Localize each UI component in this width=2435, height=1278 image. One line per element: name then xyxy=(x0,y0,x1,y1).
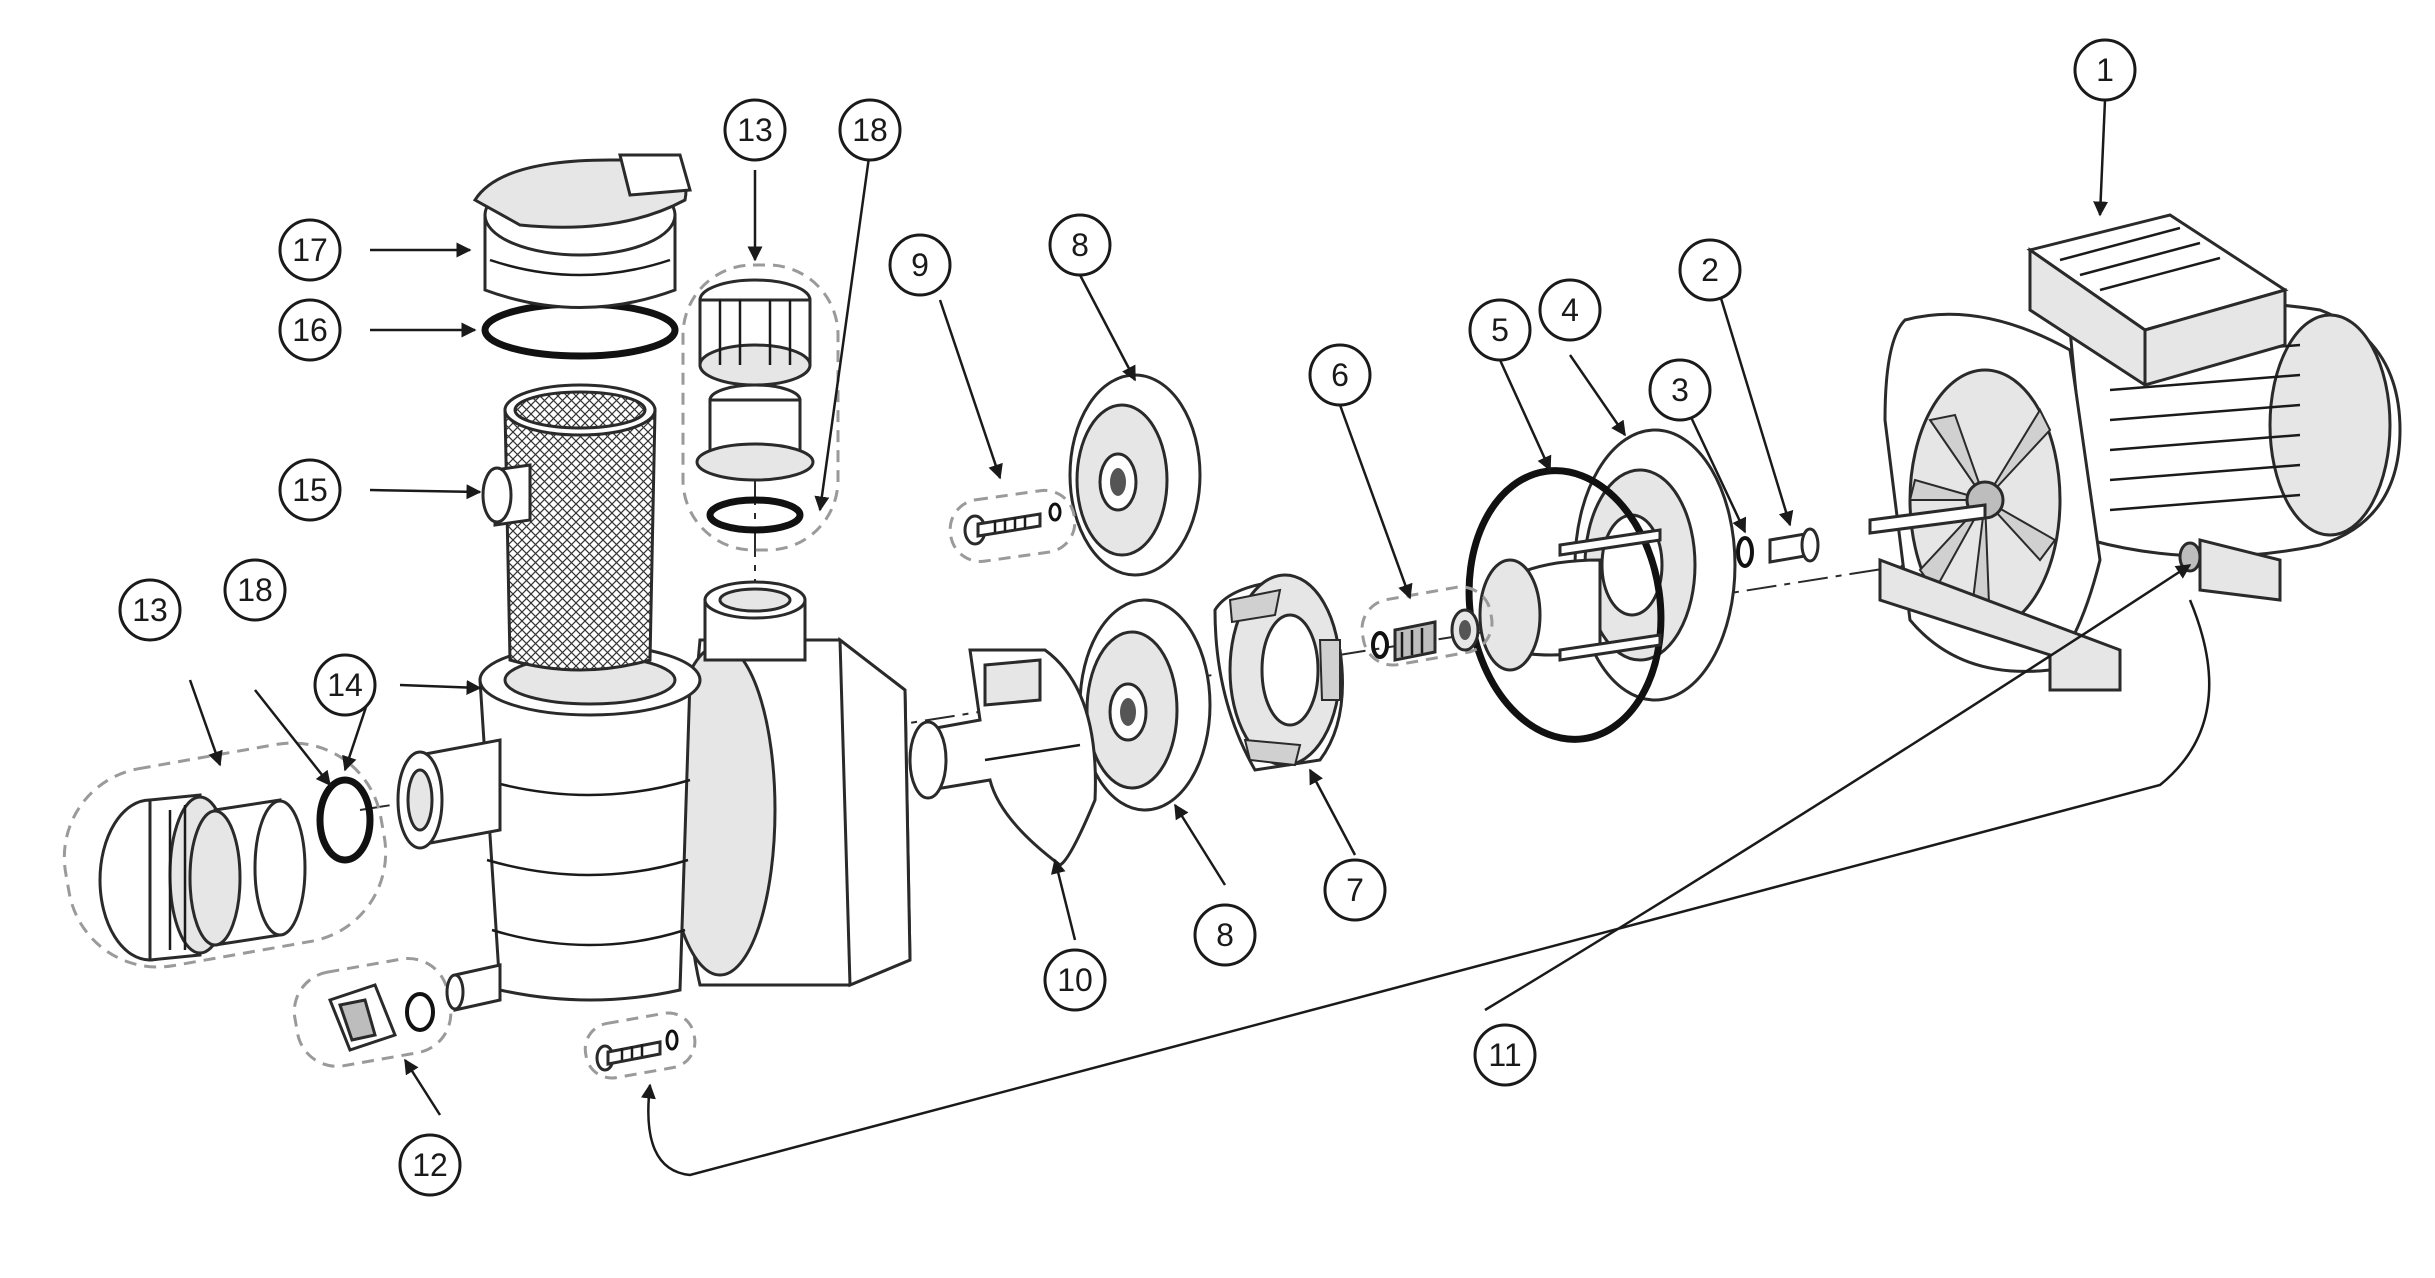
svg-text:18: 18 xyxy=(237,572,273,608)
svg-text:8: 8 xyxy=(1071,227,1089,263)
part-union-o-ring-left xyxy=(316,776,374,864)
callout-8-lower: 8 xyxy=(1193,903,1257,967)
part-impeller-upper xyxy=(1068,373,1202,577)
callout-5: 5 xyxy=(1468,298,1532,362)
part-bracket-studs xyxy=(1478,528,1662,672)
callout-7: 7 xyxy=(1323,858,1387,922)
svg-text:17: 17 xyxy=(292,232,328,268)
leader-lines xyxy=(188,99,2211,1177)
callout-14: 14 xyxy=(313,653,377,717)
part-impeller-lower xyxy=(1078,598,1212,812)
callout-10: 10 xyxy=(1043,948,1107,1012)
callout-11: 11 xyxy=(1473,1023,1537,1087)
svg-text:3: 3 xyxy=(1671,372,1689,408)
svg-text:12: 12 xyxy=(412,1147,448,1183)
callout-18-top: 18 xyxy=(838,98,902,162)
svg-text:8: 8 xyxy=(1216,917,1234,953)
svg-text:13: 13 xyxy=(737,112,773,148)
part-drain-plug xyxy=(292,957,453,1068)
callout-15: 15 xyxy=(278,458,342,522)
callout-18-left: 18 xyxy=(223,558,287,622)
callout-6: 6 xyxy=(1308,343,1372,407)
svg-text:4: 4 xyxy=(1561,292,1579,328)
part-impeller-screw xyxy=(948,488,1077,563)
svg-text:15: 15 xyxy=(292,472,328,508)
callout-3: 3 xyxy=(1648,358,1712,422)
svg-text:5: 5 xyxy=(1491,312,1509,348)
part-union-connection-left xyxy=(62,741,388,969)
callout-12: 12 xyxy=(398,1133,462,1197)
callout-9: 9 xyxy=(888,233,952,297)
part-union-o-ring-top xyxy=(706,496,804,534)
callout-8-upper: 8 xyxy=(1048,213,1112,277)
svg-text:11: 11 xyxy=(1488,1037,1521,1073)
svg-text:6: 6 xyxy=(1331,357,1349,393)
svg-text:2: 2 xyxy=(1701,252,1719,288)
part-union-connection-top xyxy=(681,263,840,552)
svg-text:9: 9 xyxy=(911,247,929,283)
part-strainer-basket xyxy=(481,383,657,672)
svg-text:7: 7 xyxy=(1346,872,1364,908)
part-volute-cover xyxy=(908,648,1097,867)
part-strainer-lid xyxy=(472,153,692,309)
svg-text:13: 13 xyxy=(132,592,168,628)
svg-text:14: 14 xyxy=(327,667,363,703)
callout-17: 17 xyxy=(278,218,342,282)
part-motor xyxy=(1868,213,2402,692)
svg-text:10: 10 xyxy=(1057,962,1093,998)
callout-1: 1 xyxy=(2073,38,2137,102)
part-lid-o-ring xyxy=(481,300,679,360)
svg-text:18: 18 xyxy=(852,112,888,148)
callout-16: 16 xyxy=(278,298,342,362)
part-pump-body xyxy=(396,580,912,1012)
part-shaft-sleeve xyxy=(1768,527,1820,564)
svg-text:16: 16 xyxy=(292,312,328,348)
callout-13-left: 13 xyxy=(118,578,182,642)
callout-2: 2 xyxy=(1678,238,1742,302)
part-diffuser xyxy=(1213,573,1344,772)
part-body-screws xyxy=(583,541,2202,1080)
callout-4: 4 xyxy=(1538,278,1602,342)
part-shaft-o-ring xyxy=(1736,536,1754,568)
callout-13-top: 13 xyxy=(723,98,787,162)
part-mechanical-seal xyxy=(1360,585,1494,667)
svg-text:1: 1 xyxy=(2096,52,2114,88)
